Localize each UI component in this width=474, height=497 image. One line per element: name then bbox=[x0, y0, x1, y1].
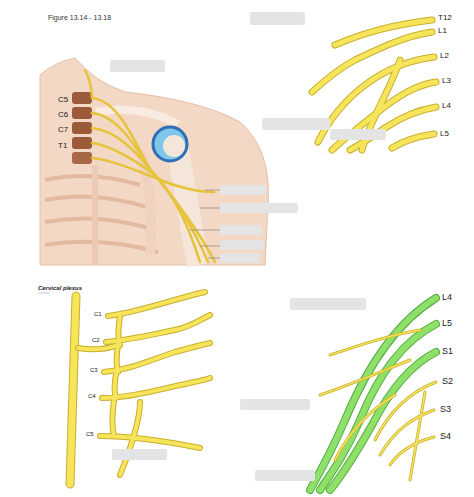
spinal-level-label: C5 bbox=[86, 431, 94, 437]
spinal-level-label: C7 bbox=[58, 126, 68, 134]
lumbar-plexus bbox=[250, 12, 436, 150]
spinal-level-label: C1 bbox=[94, 311, 102, 317]
figure-title: Figure 13.14 - 13.18 bbox=[48, 14, 111, 21]
spinal-level-label: C5 bbox=[58, 96, 68, 104]
spinal-level-label: C6 bbox=[58, 111, 68, 119]
spinal-level-label: L5 bbox=[442, 319, 452, 328]
shoulder-figure bbox=[40, 58, 298, 265]
spinal-level-label: L4 bbox=[442, 293, 452, 302]
spinal-level-label: T1 bbox=[58, 142, 67, 150]
region-label: Cervical plexus bbox=[38, 285, 82, 291]
spinal-level-label: L5 bbox=[440, 130, 449, 138]
spinal-level-label: T12 bbox=[438, 14, 452, 22]
spinal-level-label: C2 bbox=[92, 337, 100, 343]
spinal-level-label: L3 bbox=[442, 77, 451, 85]
spinal-level-label: L4 bbox=[442, 102, 451, 110]
spinal-level-label: S3 bbox=[440, 405, 451, 414]
spinal-level-label: S4 bbox=[440, 432, 451, 441]
spinal-level-label: S1 bbox=[442, 347, 453, 356]
spinal-level-label: S2 bbox=[442, 377, 453, 386]
spinal-level-label: C4 bbox=[88, 393, 96, 399]
spinal-level-label: L2 bbox=[440, 52, 449, 60]
cervical-plexus bbox=[38, 292, 210, 484]
sacral-plexus bbox=[240, 298, 436, 490]
spinal-level-label: L1 bbox=[438, 27, 447, 35]
spinal-level-label: C3 bbox=[90, 367, 98, 373]
